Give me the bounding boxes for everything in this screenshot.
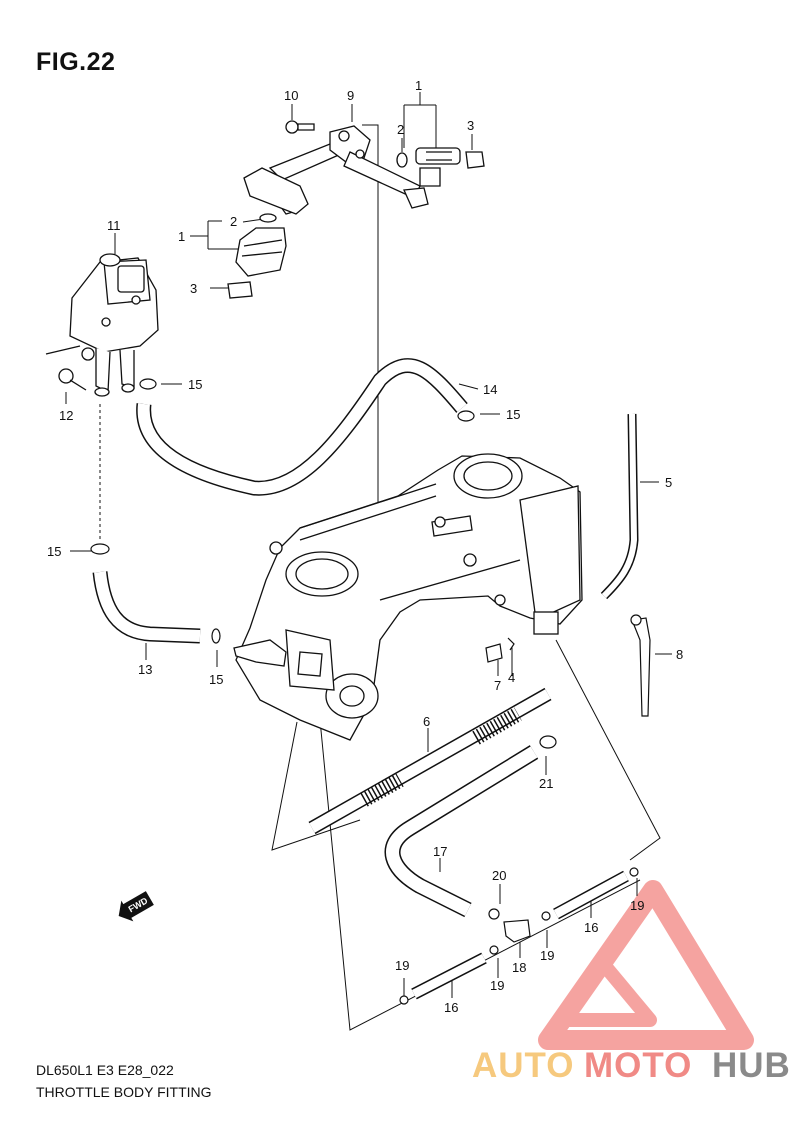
callout-18: 18 [512, 960, 526, 975]
clip-4-icon [507, 637, 515, 651]
watermark-moto: MOTO [584, 1046, 693, 1085]
bolt-10-icon [285, 120, 315, 134]
clip-20-icon [488, 908, 500, 920]
callout-15-c: 15 [47, 544, 61, 559]
callout-11: 11 [107, 218, 121, 233]
callout-13: 13 [138, 662, 152, 677]
callout-16-a: 16 [584, 920, 598, 935]
joint-18-icon [503, 919, 531, 943]
o-ring-upper-icon [396, 152, 408, 168]
callout-14: 14 [483, 382, 497, 397]
callout-12: 12 [59, 408, 73, 423]
callout-2-lower: 2 [230, 214, 237, 229]
callout-15-d: 15 [209, 672, 223, 687]
callout-6: 6 [423, 714, 430, 729]
clip-19-a-icon [629, 867, 639, 877]
bolt-12-icon [58, 368, 74, 384]
callout-9: 9 [347, 88, 354, 103]
watermark-hub: HUB [712, 1046, 791, 1085]
model-code: DL650L1 E3 E28_022 [36, 1062, 174, 1078]
injector-upper-icon [415, 147, 461, 187]
clamp-15-right-icon [457, 410, 475, 422]
callout-7: 7 [494, 678, 501, 693]
callout-4: 4 [508, 670, 515, 685]
clip-19-b-icon [541, 911, 551, 921]
callout-15-a: 15 [188, 377, 202, 392]
callout-2-upper: 2 [397, 122, 404, 137]
small-parts [90, 378, 651, 1005]
callout-16-b: 16 [444, 1000, 458, 1015]
callout-21: 21 [539, 776, 553, 791]
clamp-15-left-icon [139, 378, 157, 390]
hose-6 [308, 687, 552, 835]
cap-7-icon [485, 643, 503, 663]
callout-1-upper: 1 [415, 78, 422, 93]
callout-3-lower: 3 [190, 281, 197, 296]
callout-3-upper: 3 [467, 118, 474, 133]
cushion-upper-icon [465, 151, 485, 169]
callout-19-a: 19 [630, 898, 644, 913]
hose-13 [92, 571, 201, 644]
callout-8: 8 [676, 647, 683, 662]
figure-title: FIG.22 [36, 48, 116, 76]
clip-19-d-icon [399, 995, 409, 1005]
throttle-body [233, 453, 583, 741]
callout-5: 5 [665, 475, 672, 490]
clip-19-c-icon [489, 945, 499, 955]
callout-19-b: 19 [540, 948, 554, 963]
callouts: 1 2 3 9 10 2 1 3 11 12 15 14 15 5 15 13 … [47, 78, 683, 1015]
callout-20: 20 [492, 868, 506, 883]
clamp-15-lower-icon [211, 628, 221, 644]
callout-15-b: 15 [506, 407, 520, 422]
isc-valve-assembly [45, 253, 159, 397]
callout-1-lower: 1 [178, 229, 185, 244]
watermark-auto: AUTO [472, 1046, 575, 1085]
callout-19-d: 19 [395, 958, 409, 973]
injector-lower-icon [227, 213, 287, 299]
callout-17: 17 [433, 844, 447, 859]
clamp-15-mid-icon [90, 543, 110, 555]
fuel-rail-assembly [227, 120, 485, 299]
cable-tie-8-icon [631, 617, 651, 717]
watermark-logo [538, 880, 754, 1050]
figure-caption: THROTTLE BODY FITTING [36, 1084, 212, 1100]
fwd-arrow-icon: FWD [118, 891, 154, 922]
callout-10: 10 [284, 88, 298, 103]
clamp-21-icon [539, 735, 557, 749]
callout-19-c: 19 [490, 978, 504, 993]
